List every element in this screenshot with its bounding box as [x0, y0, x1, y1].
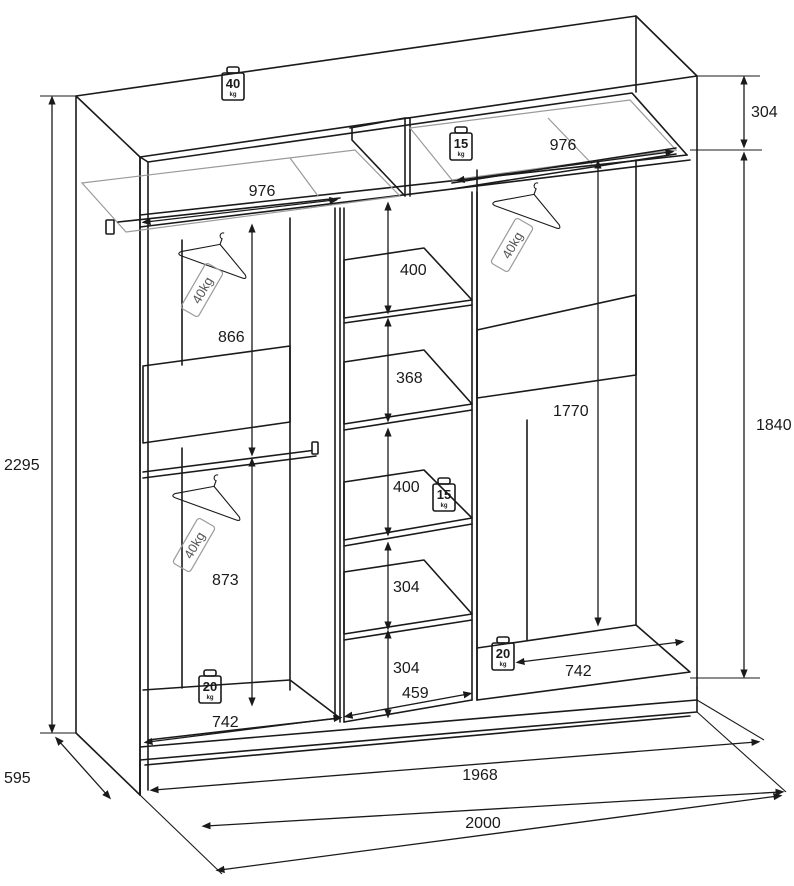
dim-left-hang-upper: 866	[218, 329, 245, 346]
dim-total-height: 2295	[4, 457, 40, 474]
hanger-tag-label: 40kg	[181, 529, 208, 561]
dim-middle-width: 459	[402, 685, 429, 702]
hanger-tag-lower-left: 40kg	[172, 517, 216, 573]
svg-text:kg: kg	[206, 695, 213, 701]
svg-text:20: 20	[203, 679, 217, 694]
dim-inner-height: 1840	[756, 417, 792, 434]
svg-text:kg: kg	[440, 503, 447, 509]
weight-icon-middle: 15 kg	[432, 477, 456, 512]
dim-shelf-4: 304	[393, 579, 420, 596]
weight-icon-top: 40 kg	[221, 66, 245, 101]
svg-text:15: 15	[437, 487, 451, 502]
svg-text:20: 20	[496, 646, 510, 661]
dim-rail-left: 976	[249, 183, 276, 200]
hanger-upper-left	[177, 220, 259, 280]
hanger-tag-label: 40kg	[189, 274, 216, 306]
hanger-tag-right: 40kg	[490, 217, 534, 273]
dim-right-hang: 1770	[553, 403, 589, 420]
svg-text:40: 40	[226, 76, 240, 91]
hanger-tag-upper-left: 40kg	[180, 262, 224, 318]
weight-icon-top-right: 15 kg	[449, 126, 473, 161]
dim-inner-width: 1968	[462, 767, 498, 784]
dim-left-bottom-width: 742	[212, 714, 239, 731]
weight-icon-bottom-right: 20 kg	[491, 636, 515, 671]
dim-right-bottom-width: 742	[565, 663, 592, 680]
dim-shelf-2: 368	[396, 370, 423, 387]
svg-text:kg: kg	[457, 152, 464, 158]
weight-icon-bottom-left: 20 kg	[198, 669, 222, 704]
dim-shelf-5: 304	[393, 660, 420, 677]
svg-text:kg: kg	[229, 92, 236, 98]
dim-total-width: 2000	[465, 815, 501, 832]
dim-depth: 595	[4, 770, 31, 787]
dim-rail-right: 976	[550, 137, 577, 154]
dim-shelf-3: 400	[393, 479, 420, 496]
svg-text:15: 15	[454, 136, 468, 151]
hanger-tag-label: 40kg	[499, 229, 526, 261]
dim-shelf-1: 400	[400, 262, 427, 279]
right-compartment	[451, 147, 691, 701]
hanger-lower-left	[171, 462, 253, 522]
dimension-lines	[40, 75, 787, 875]
dim-top-compartment-height: 304	[751, 104, 778, 121]
dim-left-hang-lower: 873	[212, 572, 239, 589]
wardrobe-carcass	[75, 15, 698, 796]
svg-text:kg: kg	[499, 662, 506, 668]
left-compartment	[105, 197, 341, 741]
